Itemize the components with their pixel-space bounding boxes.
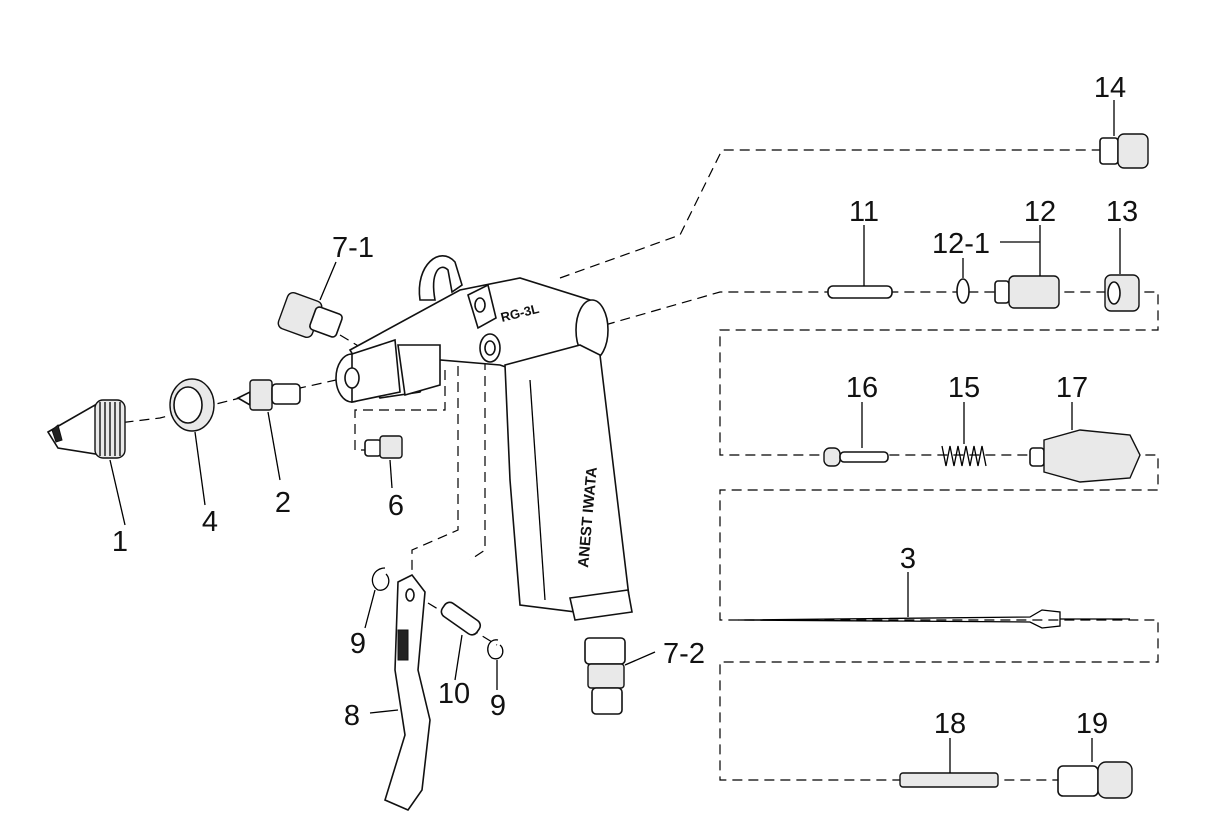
part-18-spring — [899, 738, 999, 788]
part-3-needle — [737, 572, 1130, 629]
callout-2: 2 — [275, 487, 291, 519]
callout-4: 4 — [202, 506, 218, 538]
callout-7-2: 7-2 — [663, 638, 705, 670]
callout-7-1: 7-1 — [332, 232, 374, 264]
callout-8: 8 — [344, 700, 360, 732]
callout-17: 17 — [1056, 372, 1088, 404]
callout-labels: 1 4 2 6 7-1 7-2 8 9 9 10 14 11 12 12-1 1… — [112, 72, 1138, 740]
part-19-nut — [1057, 738, 1133, 799]
callout-10: 10 — [438, 678, 470, 710]
part-10-pin — [440, 601, 482, 681]
part-9-clip-left — [364, 567, 390, 629]
part-17-adjuster — [1029, 402, 1141, 483]
callout-9-right: 9 — [490, 690, 506, 722]
part-1-air-cap — [46, 399, 126, 526]
part-11-pin — [827, 225, 893, 299]
part-6-fitting — [364, 435, 403, 489]
callout-13: 13 — [1106, 196, 1138, 228]
callout-1: 1 — [112, 526, 128, 558]
callout-11: 11 — [849, 196, 879, 228]
part-16-stem — [823, 402, 889, 467]
callout-14: 14 — [1094, 72, 1126, 104]
callout-6: 6 — [388, 490, 404, 522]
part-9-clip-right — [487, 639, 504, 690]
gun-body: RG-3L ANEST IWATA — [335, 255, 633, 621]
part-12-1-o-ring — [956, 258, 970, 304]
part-12-valve — [994, 225, 1060, 309]
part-2-nozzle — [236, 379, 301, 481]
part-7-2-air-inlet — [584, 637, 656, 715]
callout-9-left: 9 — [350, 628, 366, 660]
part-15-spring — [941, 402, 987, 467]
part-14-cap-nut — [1099, 100, 1149, 169]
part-8-trigger — [369, 573, 431, 811]
callout-12-1: 12-1 — [932, 228, 990, 260]
part-4-retaining-ring — [169, 378, 215, 506]
callout-19: 19 — [1076, 708, 1108, 740]
callout-18: 18 — [934, 708, 966, 740]
part-7-1-fitting — [277, 261, 343, 339]
callout-16: 16 — [846, 372, 878, 404]
part-13-seat — [1104, 228, 1140, 312]
callout-3: 3 — [900, 543, 916, 575]
callout-15: 15 — [948, 372, 980, 404]
callout-12: 12 — [1024, 196, 1056, 228]
